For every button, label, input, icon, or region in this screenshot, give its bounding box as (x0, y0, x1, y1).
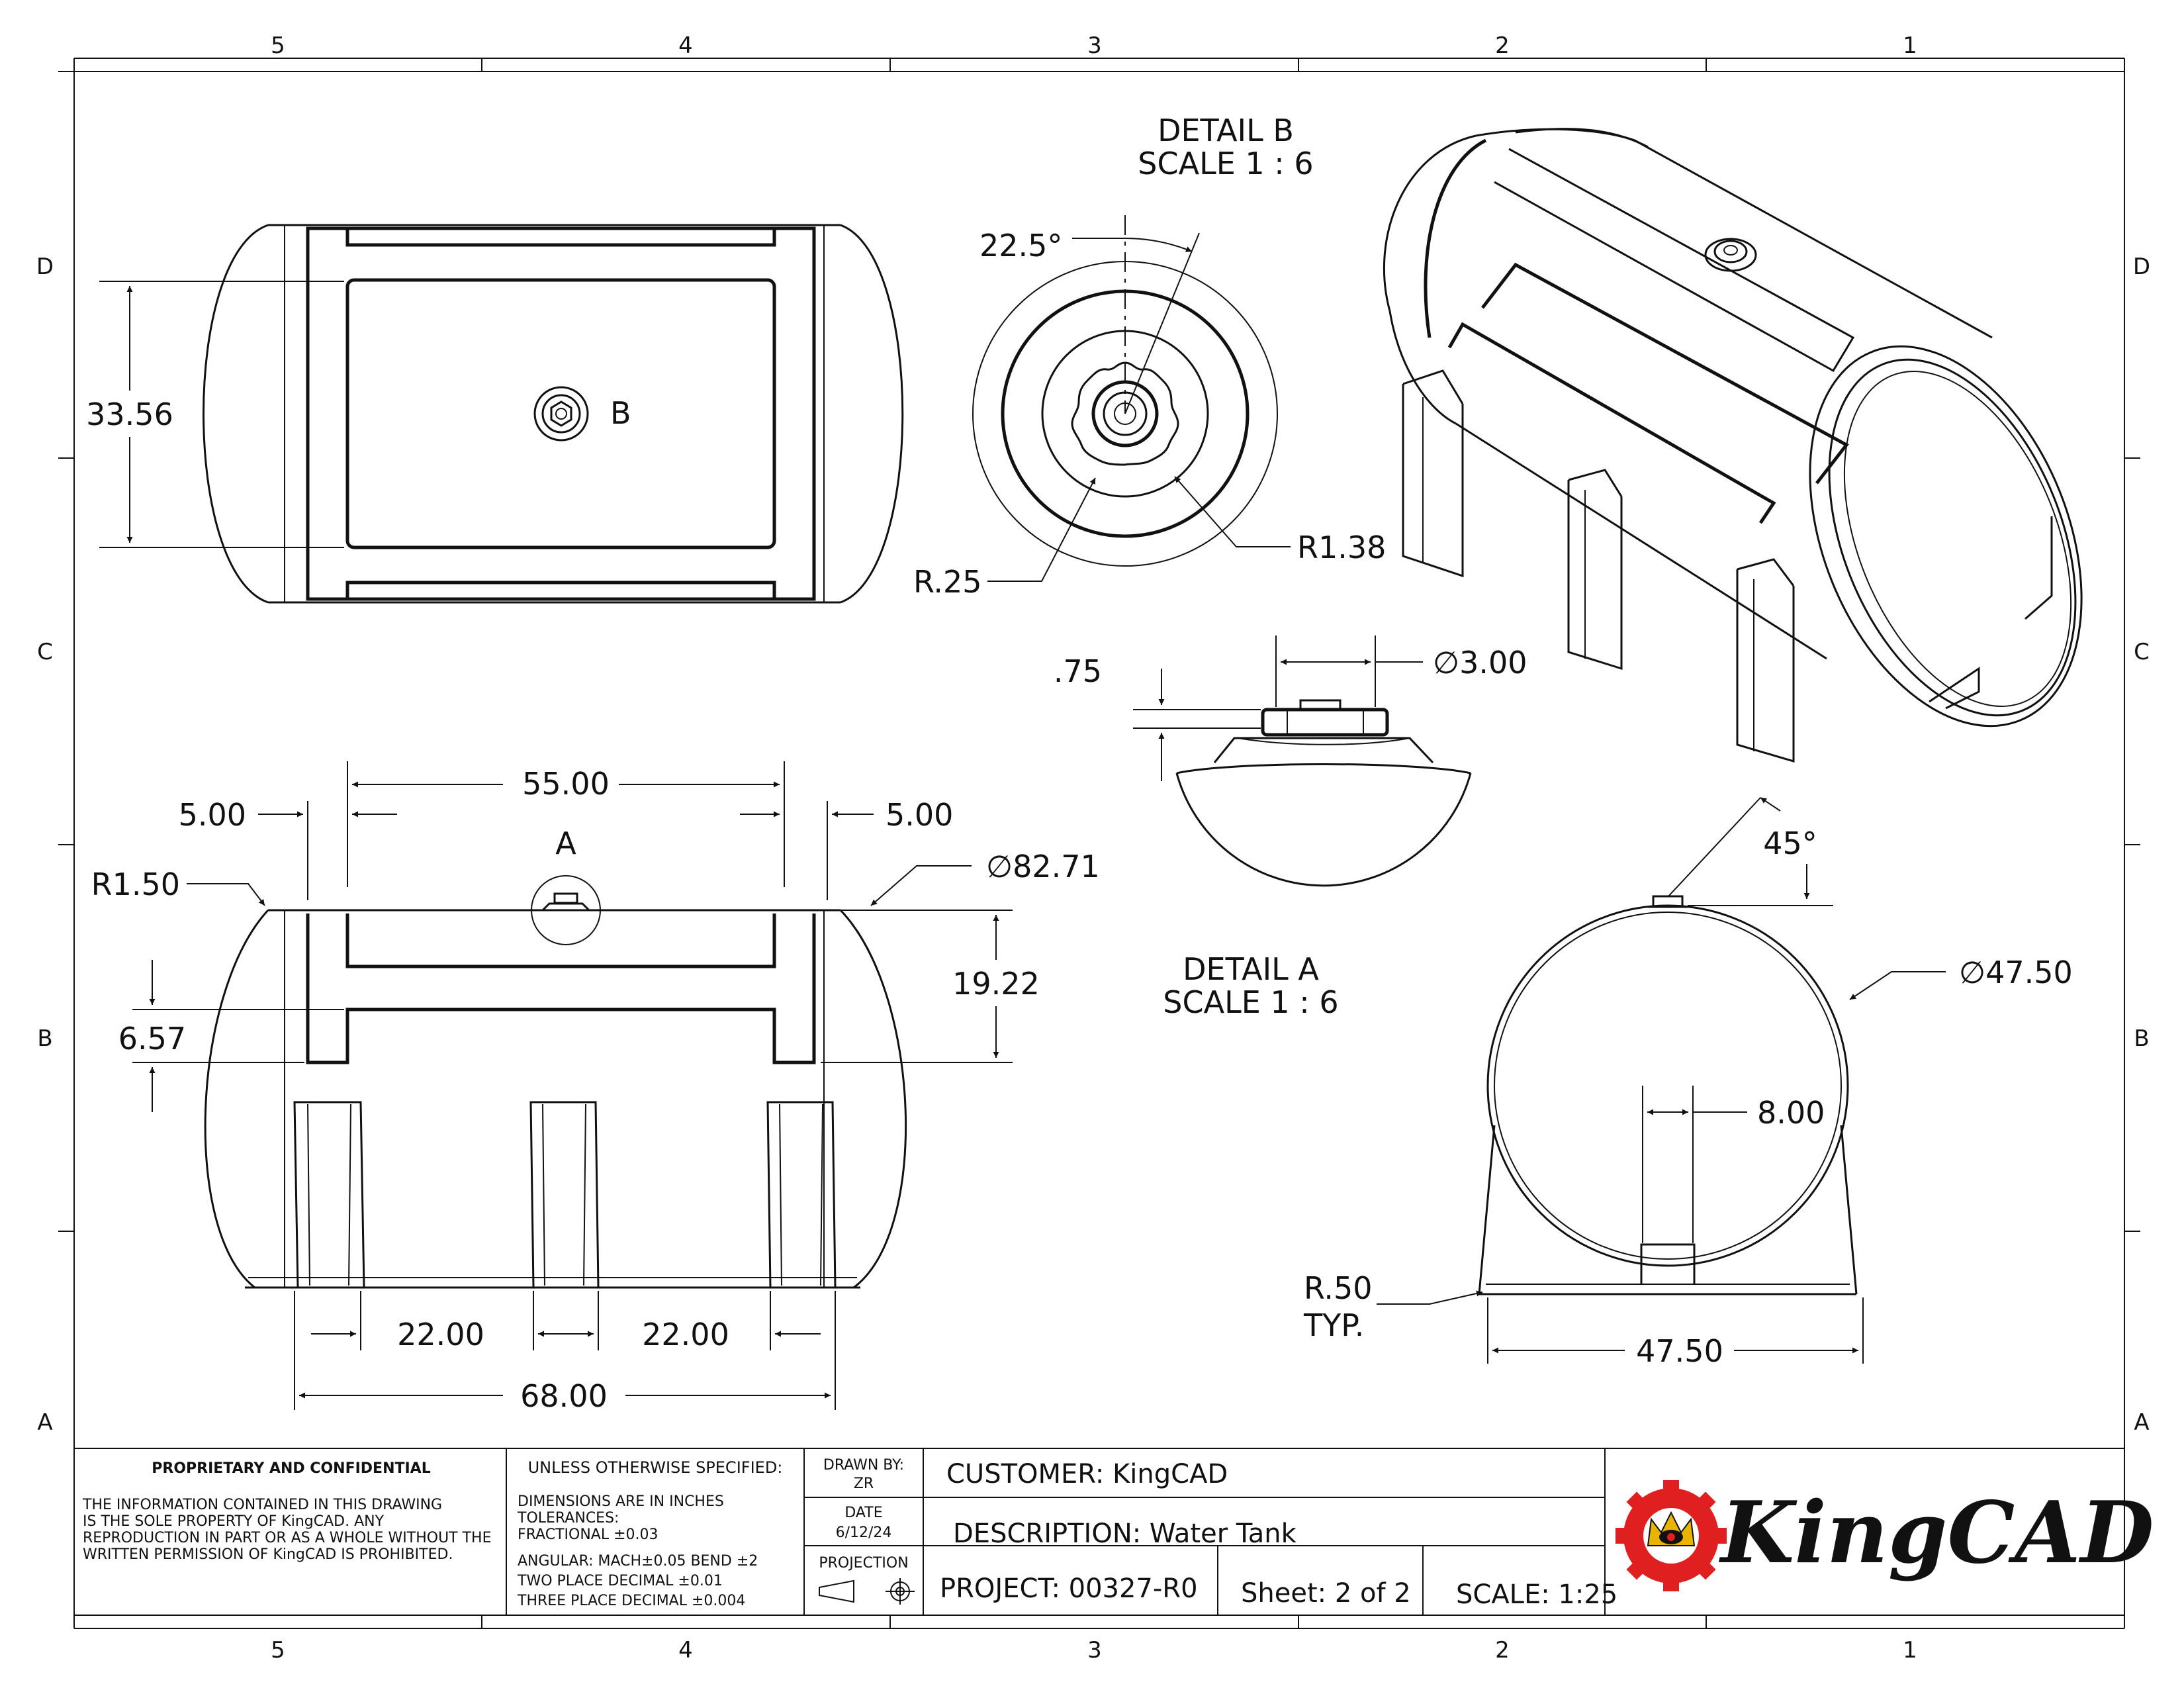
customer-field: CUSTOMER: KingCAD (946, 1459, 1228, 1489)
zone-col-4-top: 4 (678, 32, 693, 59)
zone-col-2-bottom: 2 (1495, 1637, 1510, 1664)
front-view-detail-callout: A (555, 825, 576, 861)
zone-col-3-bottom: 3 (1087, 1637, 1102, 1664)
proprietary-title: PROPRIETARY AND CONFIDENTIAL (152, 1460, 430, 1477)
dim-front-diameter-value: 82.71 (1013, 849, 1100, 884)
detail-a-view: ∅3.00 .75 DETAIL A SCALE 1 : 6 (1054, 635, 1527, 1020)
side-view: 45° ∅47.50 8.00 R.50 TYP. 47.50 (1303, 797, 2073, 1369)
zone-row-b-left: B (37, 1025, 52, 1052)
zone-row-d-right: D (2133, 254, 2150, 280)
kingcad-logo: KingCAD (1615, 1480, 2154, 1591)
tolerance-line-5: TWO PLACE DECIMAL ±0.01 (517, 1573, 723, 1589)
front-leg-1 (293, 1101, 365, 1288)
zone-col-1-top: 1 (1903, 32, 1917, 59)
detail-b-view: DETAIL B SCALE 1 : 6 22.5° R.25 R1.38 (913, 113, 1386, 600)
dim-front-leg-spacing-1: 22.00 (397, 1317, 484, 1352)
zone-col-3-top: 3 (1087, 32, 1102, 59)
detail-b-title: DETAIL B (1158, 113, 1294, 148)
zone-col-5-bottom: 5 (271, 1637, 285, 1664)
drawn-by-label: DRAWN BY: (823, 1457, 904, 1474)
dim-front-radius: R1.50 (91, 867, 180, 902)
dim-front-diameter: ∅82.71 (986, 849, 1100, 884)
zone-row-a-right: A (2134, 1409, 2149, 1436)
dim-detail-a-height: .75 (1054, 653, 1102, 689)
scale-field: SCALE: 1:25 (1456, 1579, 1617, 1610)
detail-b-scale: SCALE 1 : 6 (1138, 146, 1313, 181)
sheet-field: Sheet: 2 of 2 (1241, 1578, 1411, 1609)
zone-row-c-right: C (2134, 639, 2150, 665)
zone-row-a-left: A (37, 1409, 52, 1436)
proprietary-line-3: REPRODUCTION IN PART OR AS A WHOLE WITHO… (83, 1530, 491, 1546)
dim-front-right-offset: 5.00 (886, 797, 953, 833)
project-field: PROJECT: 00327-R0 (940, 1573, 1198, 1604)
front-leg-3 (766, 1101, 837, 1288)
dim-side-radius: R.50 (1304, 1270, 1372, 1306)
dim-top-height: 33.56 (86, 397, 173, 432)
top-view-detail-callout: B (610, 395, 631, 431)
dim-front-channel-offset: 6.57 (118, 1021, 186, 1056)
dim-detail-b-angle: 22.5° (979, 228, 1062, 263)
detail-a-title: DETAIL A (1183, 951, 1319, 987)
description-field: DESCRIPTION: Water Tank (953, 1519, 1297, 1549)
dim-side-width: 47.50 (1636, 1333, 1723, 1369)
dim-front-leg-spacing-2: 22.00 (642, 1317, 729, 1352)
zone-col-4-bottom: 4 (678, 1637, 693, 1664)
zone-row-c-left: C (37, 639, 53, 665)
dim-side-diameter: ∅47.50 (1959, 955, 2073, 990)
dim-detail-a-diameter-value: 3.00 (1459, 645, 1527, 680)
top-view: B 33.56 (86, 224, 904, 604)
drawn-by-value: ZR (854, 1476, 874, 1492)
dim-side-diameter-value: 47.50 (1985, 955, 2073, 990)
proprietary-line-4: WRITTEN PERMISSION OF KingCAD IS PROHIBI… (83, 1546, 453, 1563)
tolerance-line-6: THREE PLACE DECIMAL ±0.004 (517, 1593, 745, 1609)
zone-col-5-top: 5 (271, 32, 285, 59)
dim-side-radius-note: TYP. (1303, 1307, 1364, 1343)
dim-side-angle: 45° (1763, 825, 1817, 861)
dim-detail-b-radius-large: R1.38 (1297, 530, 1386, 565)
date-value: 6/12/24 (836, 1524, 892, 1541)
projection-symbol-icon (819, 1578, 915, 1605)
isometric-view (1383, 128, 2083, 763)
dim-front-span: 55.00 (522, 766, 610, 802)
zone-col-1-bottom: 1 (1903, 1637, 1917, 1664)
tolerance-line-2: TOLERANCES: (517, 1510, 619, 1526)
zone-row-b-right: B (2134, 1025, 2149, 1052)
proprietary-line-2: IS THE SOLE PROPERTY OF KingCAD. ANY (83, 1513, 385, 1530)
proprietary-line-1: THE INFORMATION CONTAINED IN THIS DRAWIN… (82, 1497, 442, 1513)
detail-a-scale: SCALE 1 : 6 (1163, 984, 1338, 1020)
tolerance-line-1: DIMENSIONS ARE IN INCHES (518, 1493, 724, 1510)
date-label: DATE (844, 1505, 882, 1521)
dim-detail-b-radius-small: R.25 (913, 564, 981, 600)
tolerance-line-3: FRACTIONAL ±0.03 (518, 1526, 659, 1543)
dim-side-saddle-width: 8.00 (1757, 1095, 1825, 1131)
dim-detail-a-diameter: ∅3.00 (1433, 645, 1527, 680)
front-view: A 55.00 5.00 5.00 R1.50 ∅82.71 19.22 (91, 761, 1100, 1414)
zone-labels: 5 4 3 2 1 5 4 3 2 1 D C B A D C B A (36, 32, 2150, 1664)
tolerance-line-4: ANGULAR: MACH±0.05 BEND ±2 (518, 1553, 758, 1570)
front-leg-2 (529, 1101, 600, 1288)
projection-label: PROJECTION (819, 1555, 908, 1571)
title-block: PROPRIETARY AND CONFIDENTIAL THE INFORMA… (73, 1448, 2154, 1616)
zone-row-d-left: D (36, 254, 54, 280)
zone-col-2-top: 2 (1495, 32, 1510, 59)
unless-specified-title: UNLESS OTHERWISE SPECIFIED: (528, 1458, 783, 1477)
dim-front-left-offset: 5.00 (179, 797, 246, 833)
logo-wordmark: KingCAD (1719, 1483, 2154, 1583)
gear-crown-icon (1615, 1480, 1727, 1591)
dim-front-channel-height: 19.22 (952, 966, 1040, 1002)
dim-front-overall-length: 68.00 (520, 1378, 608, 1414)
